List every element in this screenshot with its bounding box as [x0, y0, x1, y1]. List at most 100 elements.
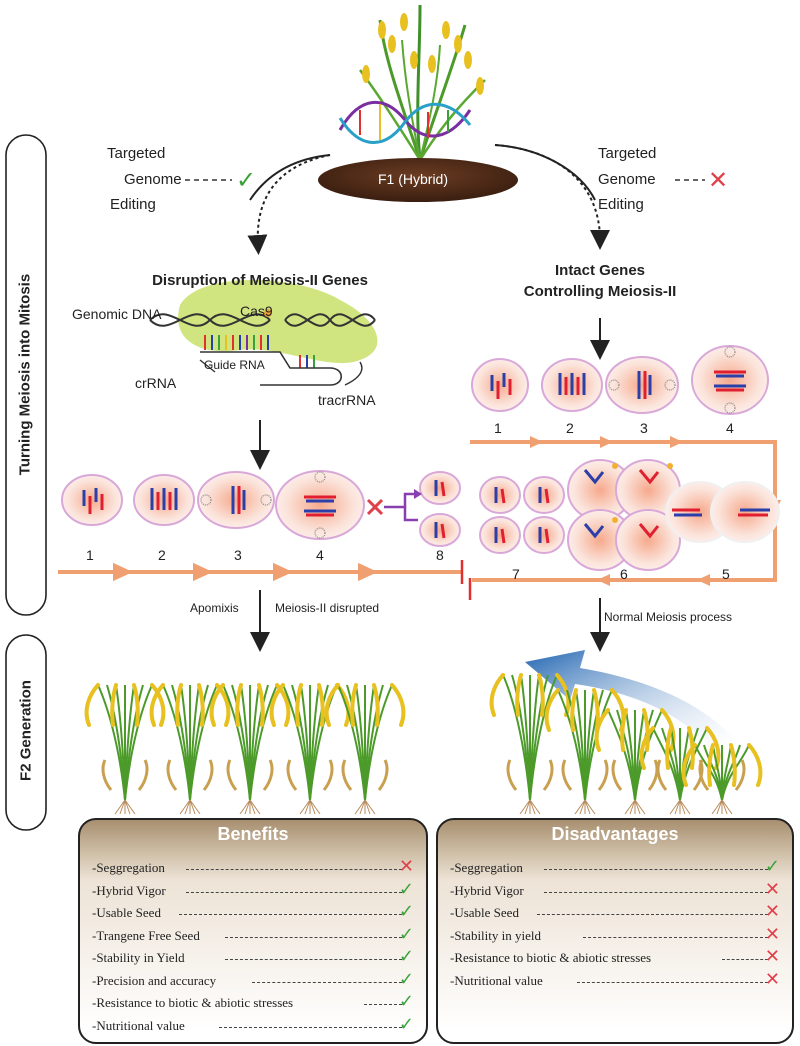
- apomixis-label: Apomixis: [190, 601, 239, 615]
- check-icon: ✓: [398, 946, 414, 966]
- right-stage-2: 2: [566, 420, 574, 436]
- left-edit-line3: Editing: [110, 196, 156, 213]
- meiosis-side-pill: [5, 134, 47, 616]
- left-stage-3: 3: [234, 547, 242, 563]
- right-cell-stage-7b: [523, 476, 565, 514]
- disadvantage-row: -Resistance to biotic & abiotic stresses: [450, 950, 652, 965]
- cross-icon: ✕: [764, 968, 780, 989]
- right-cell-stage-5: [665, 481, 780, 543]
- right-edit-cross-icon: ✕: [708, 167, 729, 194]
- crispr-complex: [149, 280, 378, 386]
- disadvantage-dash-leader: [722, 959, 768, 960]
- right-cell-stage-2: [541, 358, 603, 412]
- left-stage-1: 1: [86, 547, 94, 563]
- cas9-label: Cas9: [240, 303, 273, 319]
- guide-rna-label: Guide RNA: [204, 358, 265, 372]
- cross-icon: ✕: [764, 923, 780, 944]
- check-icon: ✓: [398, 901, 414, 921]
- f2-side-pill: [5, 634, 47, 831]
- left-cell-stage-2: [133, 474, 195, 526]
- cross-icon: ✕: [764, 878, 780, 899]
- benefit-dash-leader: [185, 869, 402, 870]
- check-icon: ✓: [398, 991, 414, 1011]
- f2-segregating-plant: [544, 688, 626, 815]
- decline-arrow: [525, 650, 735, 748]
- cross-icon: ✕: [764, 901, 780, 921]
- f2-uniform-plant: [149, 683, 231, 815]
- left-cell-stage-8-bottom: [419, 513, 461, 547]
- benefit-dash-leader: [251, 981, 402, 983]
- left-edit-line2: Genome: [124, 171, 182, 188]
- f2-segregating-plant: [594, 708, 676, 815]
- left-process-line: [58, 562, 462, 582]
- left-branch-title: Disruption of Meiosis-II Genes: [152, 272, 368, 289]
- cross-icon: ✕: [398, 856, 414, 876]
- benefit-row: -Stability in Yield: [92, 950, 185, 965]
- right-branch-title-line2: Controlling Meiosis-II: [523, 283, 677, 300]
- check-icon: ✓: [398, 968, 414, 989]
- blocked-meiosis-ii-mark: [366, 489, 422, 522]
- right-edit-line1: Targeted: [598, 145, 657, 162]
- disadvantages-panel: Disadvantages -Seggregation✓-Hybrid Vigo…: [436, 818, 794, 1044]
- left-cell-stage-1: [61, 474, 123, 526]
- left-branch-arrow: [247, 154, 331, 255]
- check-icon: ✓: [398, 923, 414, 944]
- benefit-dash-leader: [179, 914, 402, 915]
- disadvantage-row: -Hybrid Vigor: [450, 882, 524, 898]
- right-cell-stage-1: [471, 358, 529, 412]
- benefit-row: -Hybrid Vigor: [92, 882, 166, 898]
- tracrrna-label: tracrRNA: [318, 392, 376, 408]
- cross-icon: ✕: [764, 946, 780, 966]
- right-stage-1: 1: [494, 420, 502, 436]
- right-cell-stage-6: [567, 459, 681, 571]
- right-stage-4: 4: [726, 420, 734, 436]
- disadvantage-dash-leader: [543, 869, 768, 870]
- disadvantage-dash-leader: [583, 936, 768, 938]
- benefits-title: Benefits: [217, 824, 289, 844]
- crrna-label: crRNA: [135, 375, 177, 391]
- right-stage-6: 6: [620, 566, 628, 582]
- disadvantage-row: -Usable Seed: [450, 905, 519, 920]
- left-edit-line1: Targeted: [107, 145, 166, 162]
- disadvantage-row: -Seggregation: [450, 860, 523, 875]
- left-stage-4: 4: [316, 547, 324, 563]
- left-stage-8: 8: [436, 547, 444, 563]
- disadvantage-dash-leader: [576, 981, 768, 983]
- f2-uniform-plant: [84, 683, 166, 815]
- right-edit-line2: Genome: [598, 171, 656, 188]
- f2-uniform-plant: [324, 683, 406, 815]
- benefit-dash-leader: [364, 1004, 402, 1005]
- f2-uniform-plant: [209, 683, 291, 815]
- normal-meiosis-label: Normal Meiosis process: [604, 610, 733, 624]
- right-branch-title-line1: Intact Genes: [554, 262, 646, 279]
- genomic-dna-label: Genomic DNA: [72, 306, 162, 322]
- left-edit-check-icon: ✓: [236, 167, 257, 194]
- f2-side-label: F2 Generation: [17, 680, 35, 781]
- benefit-dash-leader: [225, 959, 402, 960]
- left-stage-2: 2: [158, 547, 166, 563]
- benefit-row: -Seggregation: [92, 860, 165, 875]
- disadvantage-row: -Nutritional value: [450, 972, 543, 988]
- benefit-dash-leader: [185, 891, 402, 893]
- benefits-panel: Benefits -Seggregation ✕ -Hybrid Vigor ✓ -Us…: [78, 818, 428, 1044]
- left-cell-stage-8-top: [419, 471, 461, 505]
- check-icon: ✓: [398, 878, 414, 899]
- benefit-row: -Nutritional value: [92, 1017, 185, 1033]
- f2-segregating-plant: [489, 673, 571, 815]
- disadvantage-row: -Stability in yield: [450, 927, 541, 943]
- benefit-row: -Usable Seed: [92, 905, 161, 920]
- right-stage-7: 7: [512, 566, 520, 582]
- meiosis-disrupted-label: Meiosis-II disrupted: [275, 601, 380, 615]
- disadvantage-dash-leader: [543, 891, 768, 893]
- hybrid-label: F1 (Hybrid): [378, 171, 449, 187]
- benefit-dash-leader: [218, 1026, 402, 1028]
- right-edit-line3: Editing: [598, 196, 644, 213]
- right-branch-arrow: [494, 144, 610, 250]
- right-cell-stage-7c: [479, 516, 521, 554]
- left-cell-stage-3: [197, 471, 275, 529]
- disadvantages-title: Disadvantages: [551, 824, 679, 844]
- benefit-row: -Trangene Free Seed: [92, 927, 200, 943]
- right-cell-stage-3: [605, 356, 679, 414]
